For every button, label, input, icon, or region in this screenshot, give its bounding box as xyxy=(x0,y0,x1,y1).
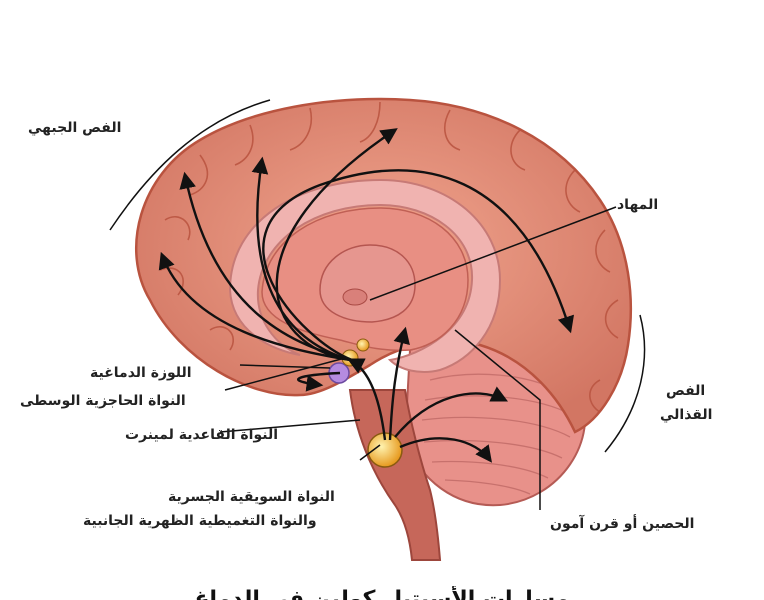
cortex-gyri xyxy=(159,101,619,413)
label-laterodorsal-nucleus: والنواة التغميطية الظهرية الجانبية xyxy=(83,513,317,529)
label-parietal-lobe-line1: الفص xyxy=(666,383,706,399)
cholinergic-pathways xyxy=(158,128,575,463)
label-basal-nucleus: النواة القاعدية لمينرت xyxy=(125,427,278,443)
label-amygdala: اللوزة الدماغية xyxy=(90,365,192,381)
basal-nucleus xyxy=(356,338,370,352)
label-septal-nucleus: النواة الحاجزية الوسطى xyxy=(20,393,186,409)
label-frontal-lobe: الفص الجبهي xyxy=(28,120,122,136)
label-thalamus: المهاد xyxy=(617,197,659,213)
label-pontine-nucleus: النواة السويقية الجسرية xyxy=(168,489,335,505)
figure-caption: مسارات الأسيتيل كولين في الدماغ xyxy=(194,587,570,600)
thalamus-core xyxy=(342,288,368,306)
label-hippocampus: الحصين أو قرن آمون xyxy=(550,516,695,532)
thalamus-shape xyxy=(319,244,416,323)
corpus-callosum xyxy=(228,178,502,373)
label-parietal-lobe-line2: القذالي xyxy=(660,407,713,423)
brainstem xyxy=(348,389,442,561)
leader-lines xyxy=(109,99,646,510)
